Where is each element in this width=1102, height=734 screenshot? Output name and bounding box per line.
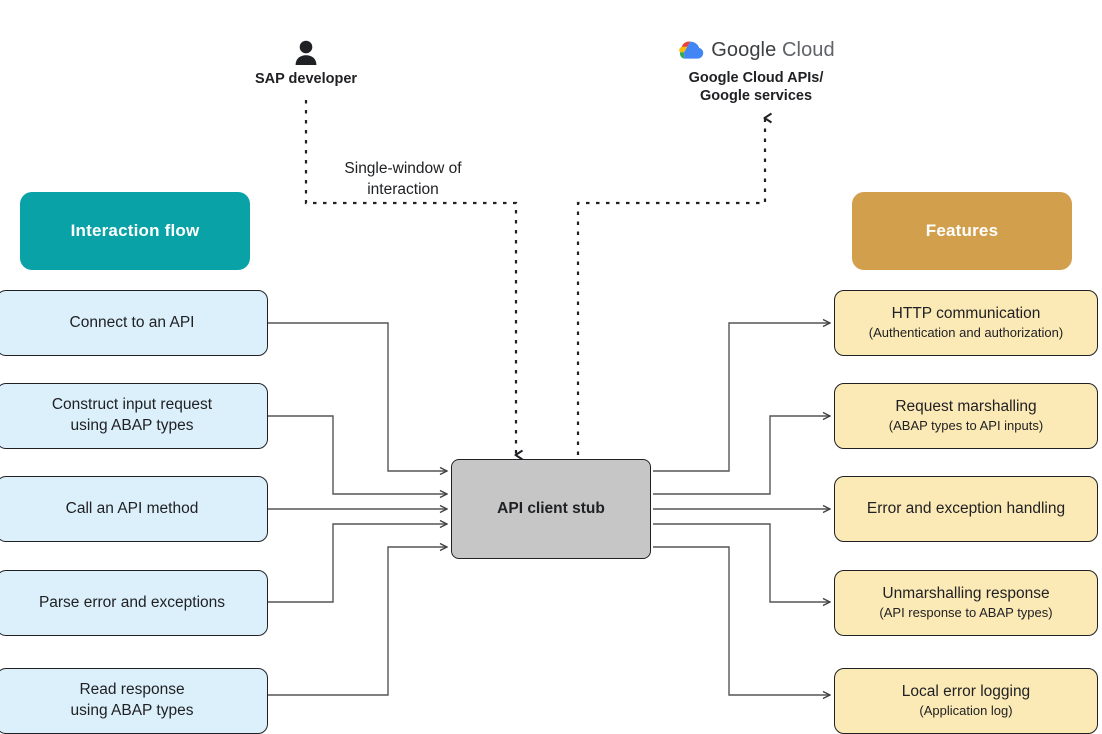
actor-google-cloud-label-line1: Google Cloud APIs/ <box>688 70 824 86</box>
google-cloud-wordmark-google: Google <box>711 39 777 61</box>
actor-google-cloud: Google Cloud Google Cloud APIs/ Google s… <box>666 38 846 105</box>
feature-card-text: HTTP communication (Authentication and a… <box>869 304 1063 341</box>
flow-card-construct-input-request[interactable]: Construct input request using ABAP types <box>0 383 268 449</box>
feature-card-sublabel: (API response to ABAP types) <box>879 604 1053 620</box>
flow-card-label: Connect to an API <box>69 313 195 331</box>
single-window-label-line1: Single-window of <box>344 160 462 177</box>
flow-card-call-api-method[interactable]: Call an API method <box>0 476 268 542</box>
wire-unmarshalling <box>653 523 830 602</box>
flow-card-text: Read response using ABAP types <box>71 680 194 722</box>
wire-http-communication <box>653 323 830 472</box>
flow-card-label: Parse error and exceptions <box>38 593 226 611</box>
api-client-stub-box[interactable]: API client stub <box>451 459 651 559</box>
flow-card-label: Construct input request <box>51 396 213 414</box>
google-cloud-logo: Google Cloud <box>666 38 846 63</box>
flow-card-read-response[interactable]: Read response using ABAP types <box>0 668 268 734</box>
feature-card-label: Local error logging <box>901 683 1031 701</box>
actor-google-cloud-label-line2: Google services <box>699 88 813 105</box>
flow-card-text: Construct input request using ABAP types <box>52 395 212 437</box>
feature-card-text: Request marshalling (ABAP types to API i… <box>889 397 1043 434</box>
single-window-label: Single-window of interaction <box>318 159 488 200</box>
feature-card-label: HTTP communication <box>891 305 1041 323</box>
person-icon <box>295 40 317 65</box>
feature-card-label: Request marshalling <box>895 398 1037 416</box>
feature-card-sublabel: (Application log) <box>919 702 1013 718</box>
interaction-flow-header-label: Interaction flow <box>70 221 200 240</box>
flow-card-label: Call an API method <box>65 499 199 517</box>
feature-card-request-marshalling[interactable]: Request marshalling (ABAP types to API i… <box>834 383 1098 449</box>
flow-card-sublabel: using ABAP types <box>70 417 194 434</box>
flow-card-sublabel: using ABAP types <box>70 702 194 719</box>
actor-sap-developer: SAP developer <box>226 40 386 88</box>
wire-stub-to-google-cloud <box>576 118 765 455</box>
feature-card-label: Unmarshalling response <box>882 585 1050 603</box>
google-cloud-wordmark: Google Cloud <box>711 38 835 63</box>
feature-card-unmarshalling-response[interactable]: Unmarshalling response (API response to … <box>834 570 1098 636</box>
feature-card-sublabel: (Authentication and authorization) <box>868 324 1064 340</box>
flow-card-connect-to-api[interactable]: Connect to an API <box>0 290 268 356</box>
feature-card-local-error-logging[interactable]: Local error logging (Application log) <box>834 668 1098 734</box>
feature-card-text: Unmarshalling response (API response to … <box>879 584 1052 621</box>
single-window-label-line2: interaction <box>367 180 439 198</box>
wire-local-logging <box>653 546 830 695</box>
interaction-flow-header: Interaction flow <box>20 192 250 270</box>
feature-card-text: Local error logging (Application log) <box>902 682 1030 719</box>
api-client-stub-label: API client stub <box>497 500 605 517</box>
wire-read-response <box>268 547 447 696</box>
flow-card-label: Read response <box>79 681 185 699</box>
feature-card-label: Error and exception handling <box>866 499 1066 517</box>
features-header: Features <box>852 192 1072 270</box>
wire-sap-developer-to-stub <box>304 100 516 455</box>
features-header-label: Features <box>925 221 999 240</box>
google-cloud-cloud-icon <box>679 41 704 59</box>
google-cloud-wordmark-cloud: Cloud <box>782 39 835 61</box>
wire-request-marshalling <box>653 416 830 495</box>
feature-card-http-communication[interactable]: HTTP communication (Authentication and a… <box>834 290 1098 356</box>
wire-connect-api <box>268 322 447 471</box>
wire-parse-errors <box>268 524 447 603</box>
flow-card-parse-error-exceptions[interactable]: Parse error and exceptions <box>0 570 268 636</box>
wire-construct-request <box>268 415 447 494</box>
feature-card-sublabel: (ABAP types to API inputs) <box>888 417 1044 433</box>
actor-sap-developer-label: SAP developer <box>254 71 358 87</box>
feature-card-error-exception-handling[interactable]: Error and exception handling <box>834 476 1098 542</box>
